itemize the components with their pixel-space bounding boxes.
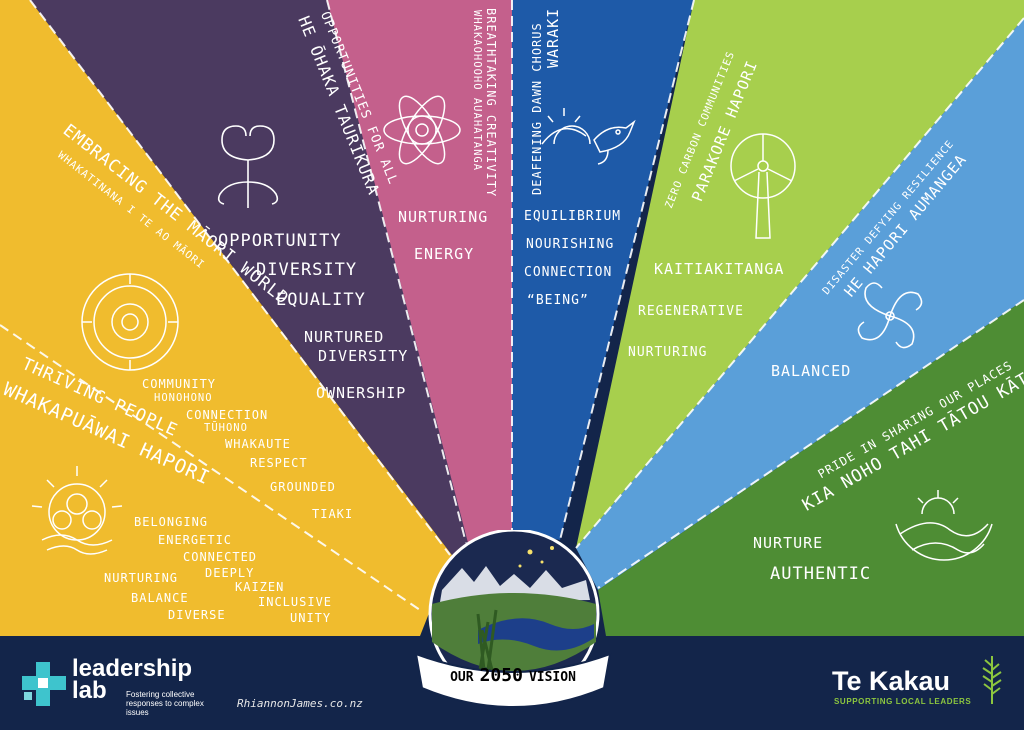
sun-circles-icon bbox=[31, 466, 123, 555]
word-respect: RESPECT bbox=[250, 456, 308, 470]
word-tiaki: TIAKI bbox=[312, 507, 354, 521]
word-belonging: BELONGING bbox=[134, 515, 209, 529]
ray-blue bbox=[512, 0, 694, 540]
word-equilibrium: EQUILIBRIUM bbox=[524, 209, 622, 224]
word-kaizen: KAIZEN bbox=[235, 580, 285, 594]
creativity-title-en: BREATHTAKING CREATIVITY bbox=[484, 8, 498, 198]
te-kakau-title: Te Kakau bbox=[832, 666, 951, 696]
ray-purple bbox=[30, 0, 468, 555]
artist-credit: RhiannonJames.co.nz bbox=[237, 697, 363, 710]
word-opportunity: OPPORTUNITY bbox=[218, 231, 342, 251]
word-honohono: HONOHONO bbox=[154, 392, 213, 404]
word-diverse: DIVERSE bbox=[168, 608, 226, 622]
atom-koru-icon bbox=[383, 95, 461, 165]
fern-logo-icon bbox=[982, 656, 1002, 704]
ray-pink bbox=[327, 0, 512, 543]
te-kakau-tagline: SUPPORTING LOCAL LEADERS bbox=[834, 697, 972, 706]
word-balanced: BALANCED bbox=[771, 362, 852, 380]
word-inclusive: INCLUSIVE bbox=[258, 595, 333, 609]
word-equality: EQUALITY bbox=[276, 290, 366, 310]
leadership-lab-logo-icon bbox=[22, 662, 66, 706]
word-diversity-2: DIVERSITY bbox=[318, 347, 409, 365]
vision-year: 2050 bbox=[479, 665, 523, 686]
word-connection-2: CONNECTION bbox=[524, 265, 613, 280]
koru-ring-icon bbox=[81, 273, 179, 371]
leadership-line1: leadership bbox=[72, 655, 193, 682]
word-diversity-1: DIVERSITY bbox=[256, 260, 358, 280]
vision-label: VISION bbox=[528, 670, 576, 685]
word-authentic: AUTHENTIC bbox=[770, 564, 872, 584]
leadership-lab-wordmark: leadership lab bbox=[72, 655, 193, 704]
vision-banner bbox=[414, 652, 612, 708]
ray-lightgreen bbox=[576, 0, 1024, 548]
word-nurtured: NURTURED bbox=[304, 328, 385, 346]
word-kaitiakitanga: KAITIAKITANGA bbox=[654, 260, 785, 278]
wind-turbine-icon bbox=[730, 133, 796, 239]
word-nurturing-1: NURTURING bbox=[104, 571, 179, 585]
leadership-line2: lab bbox=[72, 677, 107, 704]
vision-banner-text: OUR 2050 VISION bbox=[437, 665, 589, 686]
word-grounded: GROUNDED bbox=[270, 480, 336, 494]
word-tuhono: TŪHONO bbox=[204, 422, 248, 434]
koru-fern-icon bbox=[217, 125, 279, 208]
word-regenerative: REGENERATIVE bbox=[638, 304, 744, 319]
word-energetic: ENERGETIC bbox=[158, 533, 233, 547]
creativity-title-mi: WHAKAOHOOHO AUAHATANGA bbox=[471, 10, 483, 172]
word-connection-1: CONNECTION bbox=[186, 408, 269, 422]
ray-yellow bbox=[0, 0, 452, 636]
word-being: “BEING” bbox=[527, 293, 589, 308]
word-nurture: NURTURE bbox=[753, 534, 824, 552]
ray-skyblue bbox=[576, 18, 1024, 590]
leadership-lab-tagline: Fostering collective responses to comple… bbox=[126, 690, 204, 717]
word-deeply: DEEPLY bbox=[205, 566, 255, 580]
word-ownership: OWNERSHIP bbox=[316, 384, 407, 402]
word-balance: BALANCE bbox=[131, 591, 189, 605]
vision-globe bbox=[422, 528, 606, 714]
vision-our: OUR bbox=[450, 670, 474, 685]
word-community: COMMUNITY bbox=[142, 377, 217, 391]
word-whakaute: WHAKAUTE bbox=[225, 437, 291, 451]
dawn-title-mi: WARAKI bbox=[544, 7, 562, 68]
word-nurturing-2: NURTURING bbox=[398, 208, 489, 226]
word-connected: CONNECTED bbox=[183, 550, 258, 564]
word-energy: ENERGY bbox=[414, 245, 475, 263]
bird-sun-icon bbox=[541, 108, 636, 165]
word-nurturing-3: NURTURING bbox=[628, 345, 708, 360]
word-nourishing: NOURISHING bbox=[526, 237, 615, 252]
spiral-koru-icon bbox=[857, 282, 923, 349]
word-unity: UNITY bbox=[290, 611, 332, 625]
hills-sun-icon bbox=[895, 490, 993, 561]
